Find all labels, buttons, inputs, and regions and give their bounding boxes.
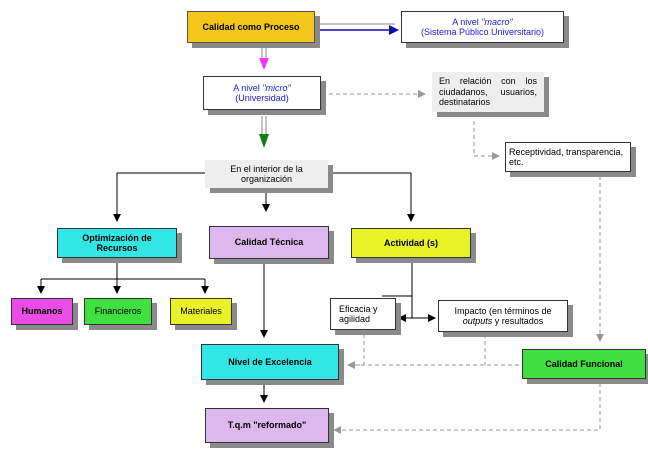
node-tqm-label: T.q.m "reformado" (227, 420, 307, 431)
node-macro-sub: (Sistema Público Universitario) (420, 27, 545, 37)
node-humanos: Humanos (11, 298, 73, 325)
node-tecnica: Calidad Técnica (209, 226, 329, 259)
node-macro: A nivel "macro" (Sistema Público Univers… (401, 11, 564, 43)
node-relacion: En relación con los ciudadanos, usuarios… (432, 72, 544, 112)
node-impacto-em: outputs (462, 316, 493, 326)
node-calidad-proceso: Calidad como Proceso (187, 11, 315, 43)
arrow-actividad-to-outcomes (382, 260, 436, 322)
node-optimizacion: Optimización de Recursos (57, 228, 177, 258)
node-funcional-label: Calidad Funcional (545, 358, 623, 369)
node-interior-label: En el interior de la organización (230, 163, 303, 184)
node-calidad-proceso-label: Calidad como Proceso (202, 21, 300, 32)
node-excelencia-label: Nivel de Excelencia (228, 356, 312, 367)
node-interior: En el interior de la organización (205, 160, 328, 188)
node-macro-em: "macro" (481, 16, 513, 27)
arrow-funcional-to-tqm (333, 383, 601, 434)
arrow-proceso-to-micro (259, 45, 269, 70)
node-optimizacion-label: Optimización de Recursos (82, 232, 152, 253)
node-micro-prefix: A nivel (233, 82, 263, 93)
node-micro-sub: (Universidad) (235, 93, 289, 103)
node-receptividad-label: Receptividad, transparencia, etc. (509, 146, 624, 167)
node-materiales-label: Materiales (180, 306, 222, 317)
node-receptividad: Receptividad, transparencia, etc. (505, 142, 631, 172)
node-impacto-line1: Impacto (en términos de (454, 305, 552, 316)
node-materiales: Materiales (170, 298, 232, 325)
node-financieros: Financieros (84, 298, 152, 325)
node-actividad: Actividad (s) (351, 228, 471, 258)
arrow-interior-to-optimizacion (113, 172, 205, 222)
node-micro-em: "micro" (262, 82, 291, 93)
arrow-relacion-to-receptividad (473, 121, 500, 160)
arrow-proceso-to-macro (316, 23, 399, 35)
node-humanos-label: Humanos (21, 306, 63, 317)
arrow-interior-to-actividad (328, 172, 415, 222)
node-financieros-label: Financieros (94, 306, 142, 317)
node-impacto-rest: y resultados (492, 316, 544, 326)
node-excelencia: Nivel de Excelencia (201, 344, 339, 380)
node-funcional: Calidad Funcional (522, 349, 646, 379)
node-macro-prefix: A nivel (452, 16, 482, 27)
node-tqm: T.q.m "reformado" (205, 408, 329, 443)
node-tecnica-label: Calidad Técnica (234, 237, 304, 248)
node-eficacia-label: Eficacia y agilidad (339, 303, 378, 324)
node-micro: A nivel "micro" (Universidad) (203, 76, 321, 110)
node-impacto: Impacto (en términos de outputs y result… (438, 300, 568, 332)
arrow-micro-to-interior (259, 116, 269, 148)
arrow-feedback-to-excelencia (347, 334, 519, 369)
node-relacion-label: En relación con los ciudadanos, usuarios… (439, 76, 537, 108)
arrow-optimizacion-branches (37, 260, 209, 294)
node-eficacia: Eficacia y agilidad (330, 298, 396, 330)
node-actividad-label: Actividad (s) (383, 237, 438, 248)
